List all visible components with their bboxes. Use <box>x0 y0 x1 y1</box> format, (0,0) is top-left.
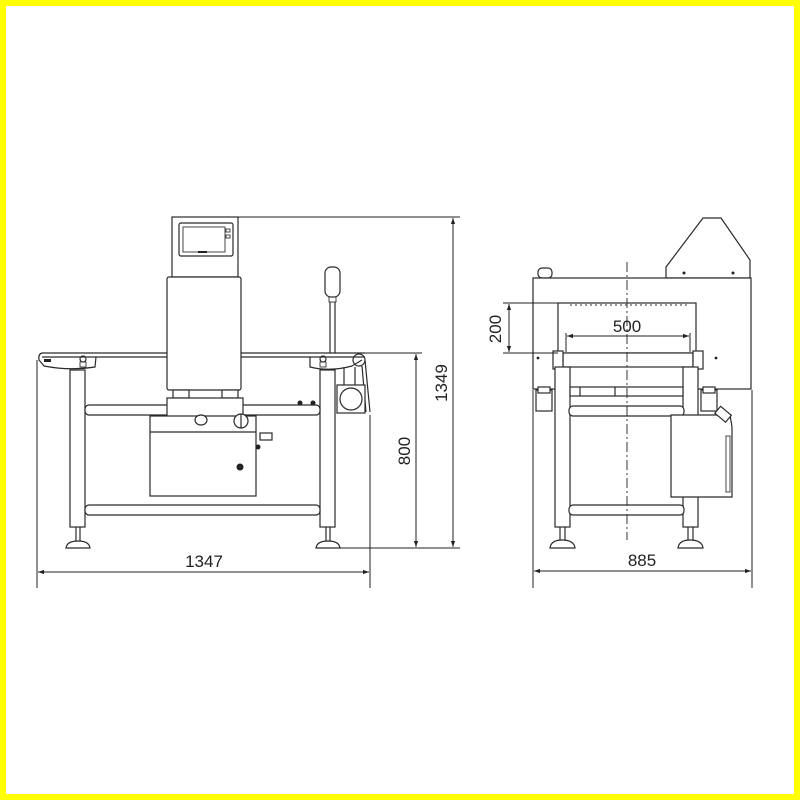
drive-motor <box>336 367 366 414</box>
front-view: 1347 800 1349 <box>36 216 460 588</box>
dimension-label-aperture-width: 500 <box>613 317 641 336</box>
detector-head <box>166 276 242 391</box>
dimension-aperture-height: 200 <box>486 302 558 354</box>
dimension-overall-height: 1349 <box>238 216 460 547</box>
dimension-label-overall-height: 1349 <box>432 364 451 402</box>
dimension-label-overall-width: 885 <box>628 551 656 570</box>
dimension-label-conveyor-height: 800 <box>395 437 414 465</box>
hmi-display-unit <box>171 216 239 278</box>
dimension-aperture-width: 500 <box>565 317 691 352</box>
dimension-label-length: 1347 <box>185 552 223 571</box>
conveyor-belt <box>38 352 371 413</box>
front-legs <box>65 369 341 549</box>
side-view: 200 500 885 <box>486 217 753 588</box>
dimension-conveyor-height: 800 <box>340 352 460 549</box>
dimension-overall-width: 885 <box>532 390 753 588</box>
conveyor-roller <box>562 352 694 368</box>
dimension-overall-length: 1347 <box>36 360 371 588</box>
detector-base <box>166 389 244 421</box>
top-knob <box>537 267 553 279</box>
dimension-label-aperture-height: 200 <box>486 315 505 343</box>
top-hood <box>665 217 751 279</box>
control-box <box>149 413 273 497</box>
signal-lamp-tower <box>324 266 341 353</box>
side-control-box <box>670 414 733 498</box>
